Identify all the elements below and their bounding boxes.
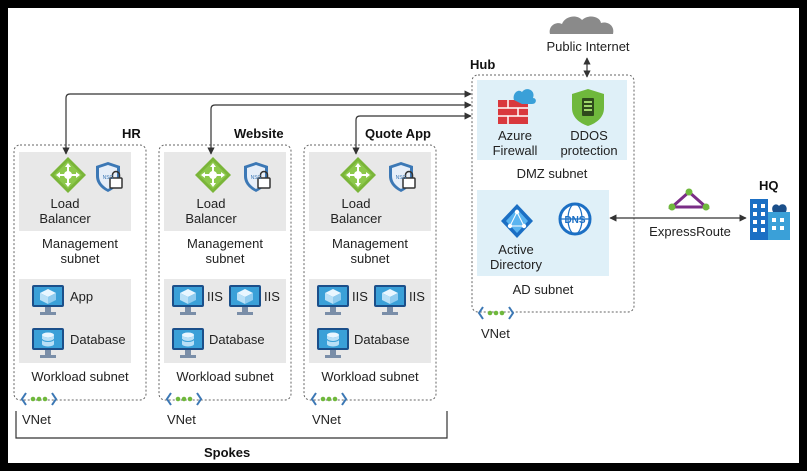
vm-label: IIS	[264, 289, 280, 304]
nsg-badge: NSG	[103, 175, 114, 181]
dns-icon	[558, 202, 592, 236]
ad-subnet	[477, 190, 609, 276]
dmz-subnet-label: DMZ subnet	[516, 166, 588, 181]
workload-subnet-label: Workload subnet	[31, 369, 129, 384]
firewall-icon	[498, 89, 536, 124]
hub-website-connector	[207, 101, 472, 155]
hub-hr-connector	[62, 90, 472, 155]
ad-subnet-label: AD subnet	[512, 282, 574, 297]
vnet-label: VNet	[22, 412, 51, 427]
firewall-label: Azure Firewall	[492, 128, 538, 158]
load-balancer-label: Load Balancer	[185, 196, 237, 226]
hq-label: HQ	[759, 178, 779, 193]
mgmt-subnet-website	[164, 152, 286, 231]
hub-quoteapp-connector	[352, 112, 472, 155]
vnet-label: VNet	[481, 326, 510, 341]
architecture-diagram: NSG NSG NSG DNS	[8, 8, 799, 463]
vnet-icon	[478, 306, 514, 320]
hq-building-icon	[750, 199, 790, 240]
spokes-bracket	[15, 411, 448, 439]
ddos-label: DDOS protection	[560, 128, 618, 158]
vnet-label: VNet	[312, 412, 341, 427]
vnet-icon	[311, 392, 347, 406]
mgmt-subnet-label: Management subnet	[187, 236, 263, 266]
vnet-icon	[21, 392, 57, 406]
nsg-badge: NSG	[396, 175, 407, 181]
expressroute-icon	[668, 188, 710, 211]
vm-label: IIS	[207, 289, 223, 304]
public-internet-label: Public Internet	[546, 39, 630, 54]
ddos-protection-icon	[572, 89, 604, 126]
active-directory-label: Active Directory	[489, 242, 542, 272]
spoke-title-quoteapp: Quote App	[365, 126, 431, 141]
diagram-svg: NSG NSG NSG DNS	[13, 16, 790, 439]
load-balancer-label: Load Balancer	[39, 196, 91, 226]
nsg-badge: NSG	[251, 175, 262, 181]
database-label: Database	[70, 332, 126, 347]
load-balancer-label: Load Balancer	[330, 196, 382, 226]
dns-badge: DNS	[564, 215, 585, 226]
vnet-label: VNet	[167, 412, 196, 427]
vm-label: IIS	[409, 289, 425, 304]
spoke-title-hr: HR	[122, 126, 141, 141]
mgmt-subnet-label: Management subnet	[42, 236, 118, 266]
vnet-icon	[166, 392, 202, 406]
database-label: Database	[209, 332, 265, 347]
hub-title: Hub	[470, 57, 496, 72]
hub-container	[471, 74, 635, 313]
database-label: Database	[354, 332, 410, 347]
spoke-title-website: Website	[234, 126, 284, 141]
cloud-icon	[549, 16, 614, 34]
mgmt-subnet-quoteapp	[309, 152, 431, 231]
workload-subnet-label: Workload subnet	[321, 369, 419, 384]
mgmt-subnet-label: Management subnet	[332, 236, 408, 266]
spokes-label: Spokes	[204, 445, 251, 460]
expressroute-label: ExpressRoute	[649, 224, 731, 239]
active-directory-icon	[501, 204, 533, 238]
vm-label: IIS	[352, 289, 368, 304]
workload-subnet-label: Workload subnet	[176, 369, 274, 384]
vm-label: App	[70, 289, 94, 304]
